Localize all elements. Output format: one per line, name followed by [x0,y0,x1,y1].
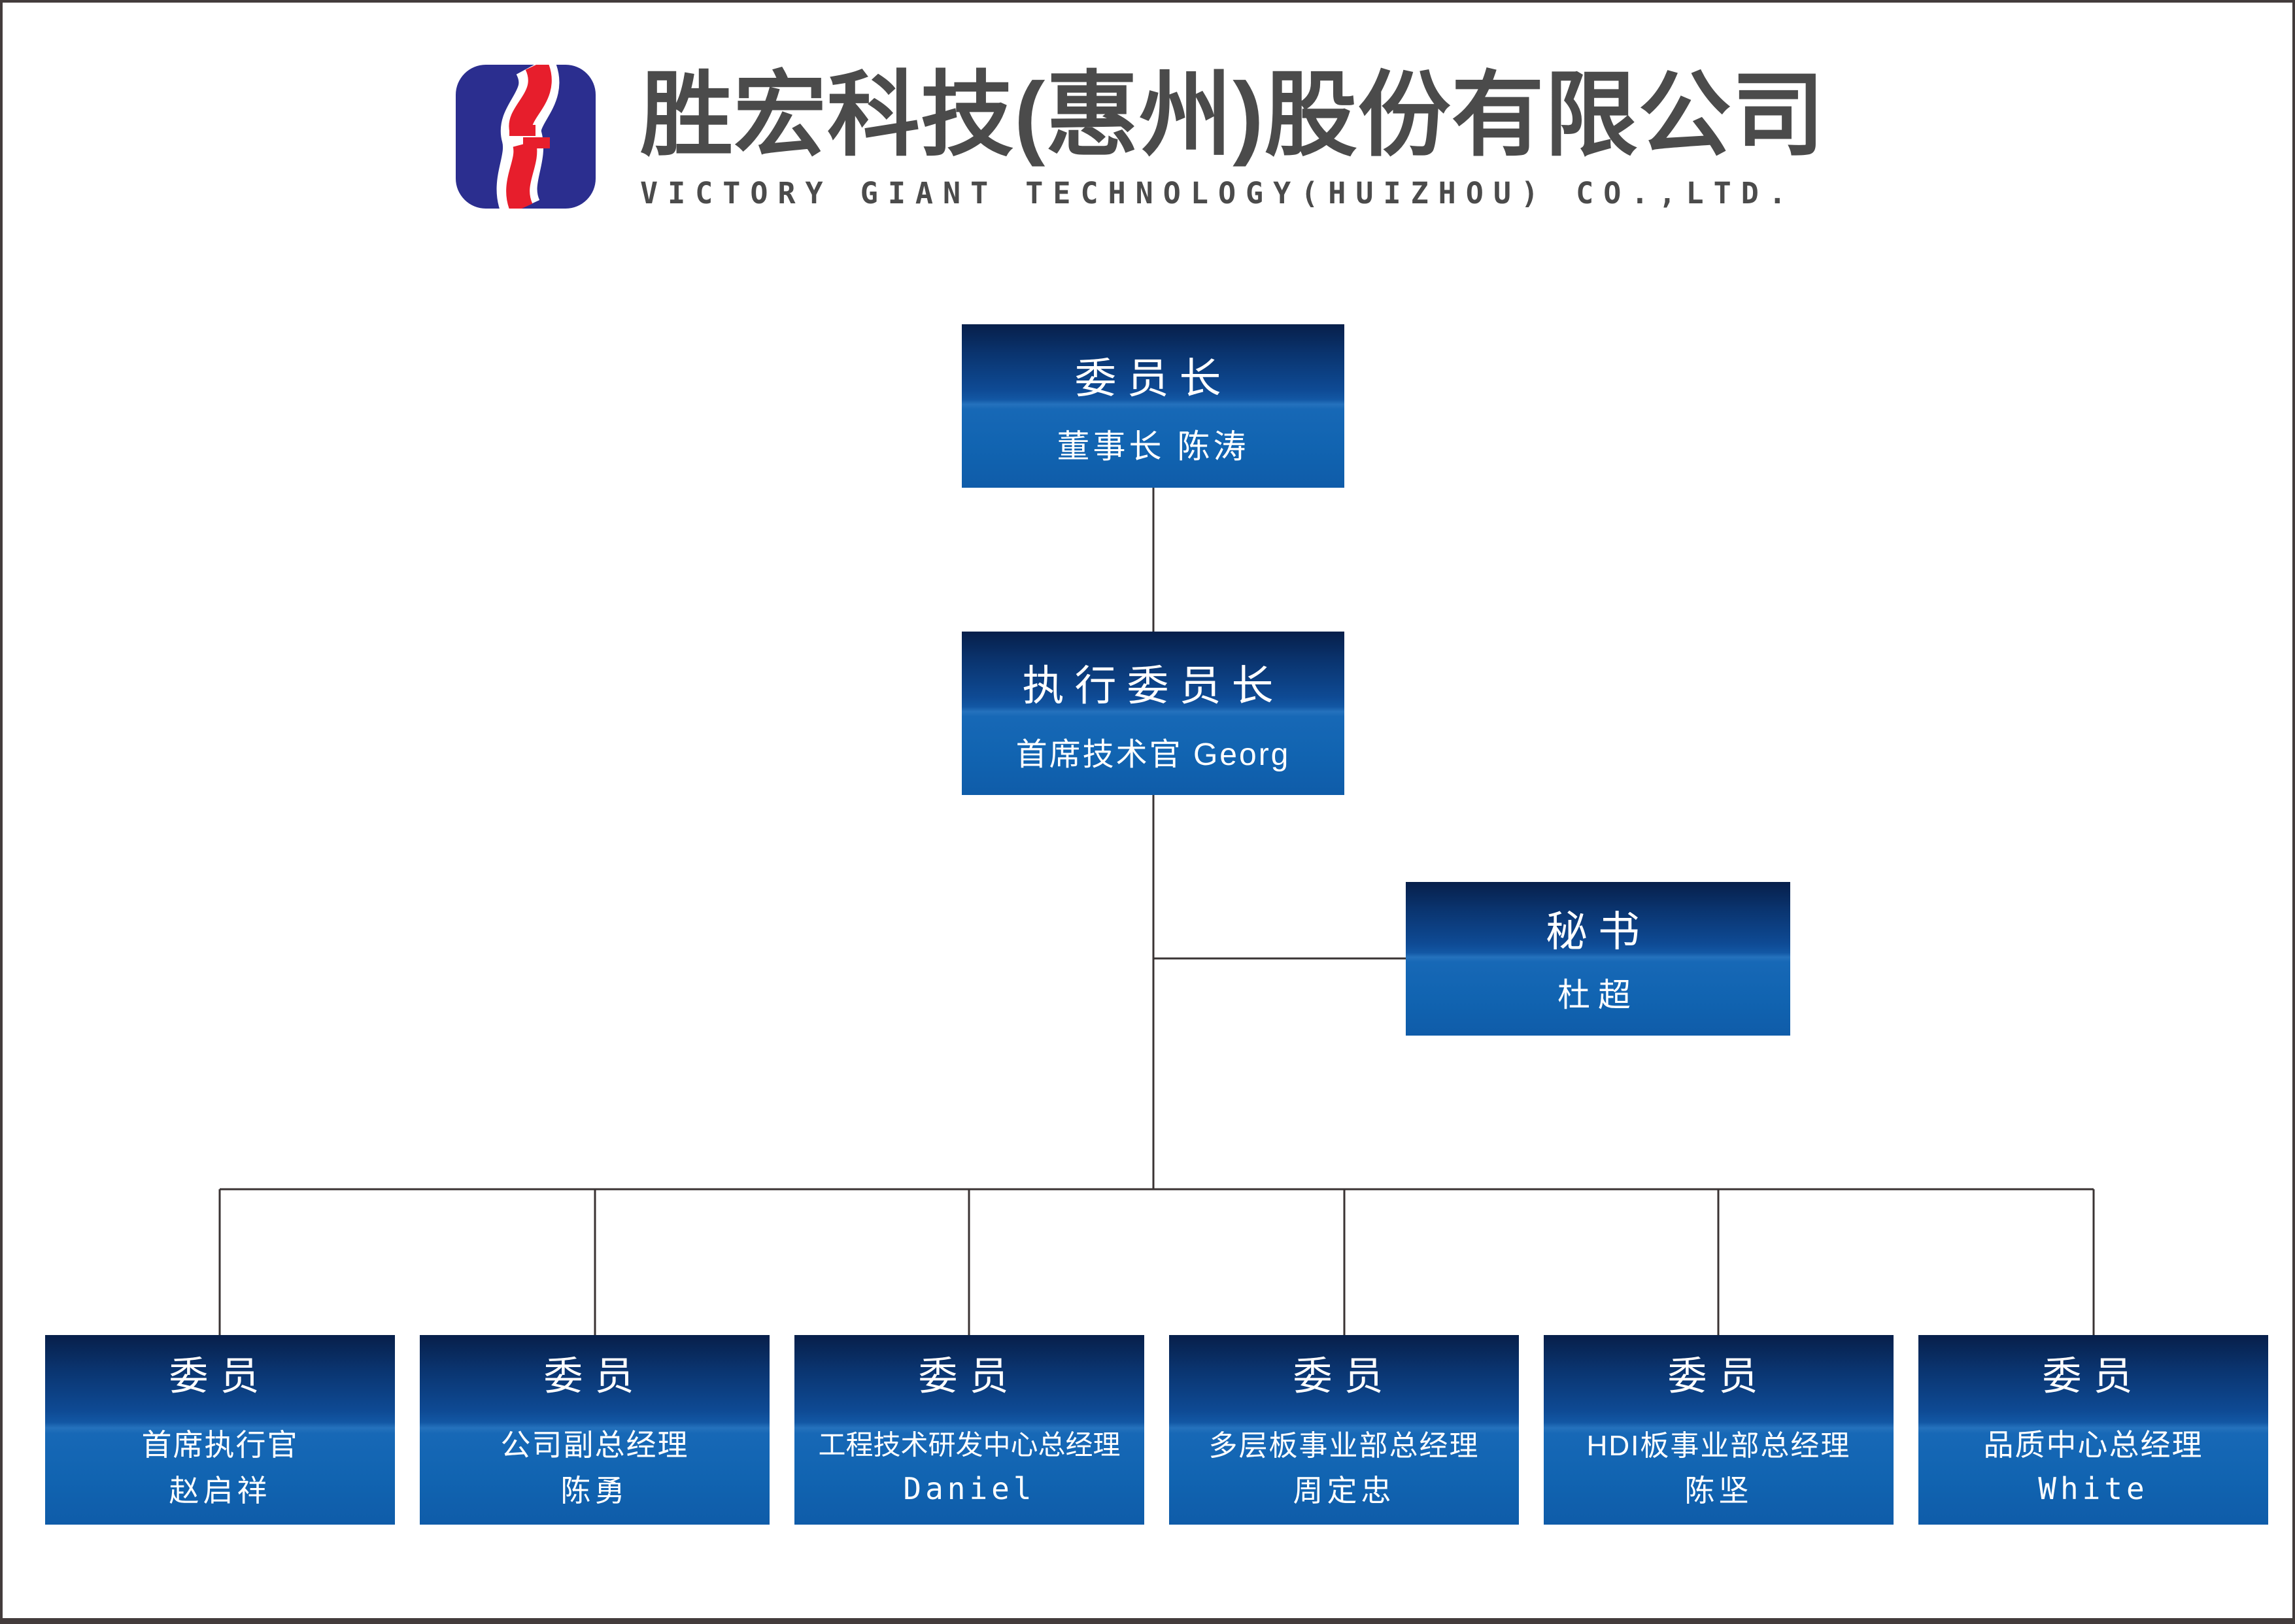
secretary-title: 秘书 [1546,907,1650,955]
company-logo-icon [456,65,596,209]
member-title: 委员 [918,1354,1021,1398]
node-member-rd-center: 委员 工程技术研发中心总经理 Daniel [794,1335,1144,1525]
member-title: 委员 [1293,1354,1395,1398]
node-chairman: 委员长 董事长 陈涛 [962,324,1344,488]
member-title: 委员 [1667,1354,1770,1398]
member-role: HDI板事业部总经理 [1586,1430,1851,1463]
member-role: 首席执行官 [141,1428,299,1463]
node-member-vice-gm: 委员 公司副总经理 陈勇 [420,1335,770,1525]
connector-lines [218,488,2095,1335]
node-member-multilayer-bu: 委员 多层板事业部总经理 周定忠 [1169,1335,1519,1525]
member-title: 委员 [169,1354,271,1398]
company-name-chinese: 胜宏科技(惠州)股份有限公司 [640,63,1826,167]
member-name: 陈坚 [1684,1473,1753,1508]
chairman-subtitle: 董事长 陈涛 [1057,428,1250,465]
member-name: Daniel [903,1470,1036,1506]
chairman-title: 委员长 [1074,354,1232,402]
company-name-english: VICTORY GIANT TECHNOLOGY(HUIZHOU) CO.,LT… [640,176,1796,211]
member-name: 赵启祥 [169,1473,271,1508]
page-header: 胜宏科技(惠州)股份有限公司 VICTORY GIANT TECHNOLOGY(… [456,63,1826,211]
member-name: 周定忠 [1293,1473,1395,1508]
node-executive-chairman: 执行委员长 首席技术官 Georg [962,632,1344,795]
executive-chairman-title: 执行委员长 [1022,662,1284,709]
secretary-name: 杜超 [1557,977,1639,1014]
member-role: 公司副总经理 [500,1428,689,1463]
node-secretary: 秘书 杜超 [1406,882,1790,1036]
member-name: 陈勇 [560,1473,629,1508]
member-title: 委员 [2042,1354,2145,1398]
company-name-block: 胜宏科技(惠州)股份有限公司 VICTORY GIANT TECHNOLOGY(… [640,63,1826,211]
member-role: 多层板事业部总经理 [1208,1430,1480,1463]
member-title: 委员 [543,1354,646,1398]
member-name: White [2038,1470,2149,1506]
node-member-ceo: 委员 首席执行官 赵启祥 [45,1335,395,1525]
node-member-quality-center: 委员 品质中心总经理 White [1918,1335,2268,1525]
executive-chairman-subtitle: 首席技术官 Georg [1015,737,1291,772]
member-role: 工程技术研发中心总经理 [818,1429,1121,1461]
node-member-hdi-bu: 委员 HDI板事业部总经理 陈坚 [1544,1335,1894,1525]
member-role: 品质中心总经理 [1983,1428,2203,1463]
